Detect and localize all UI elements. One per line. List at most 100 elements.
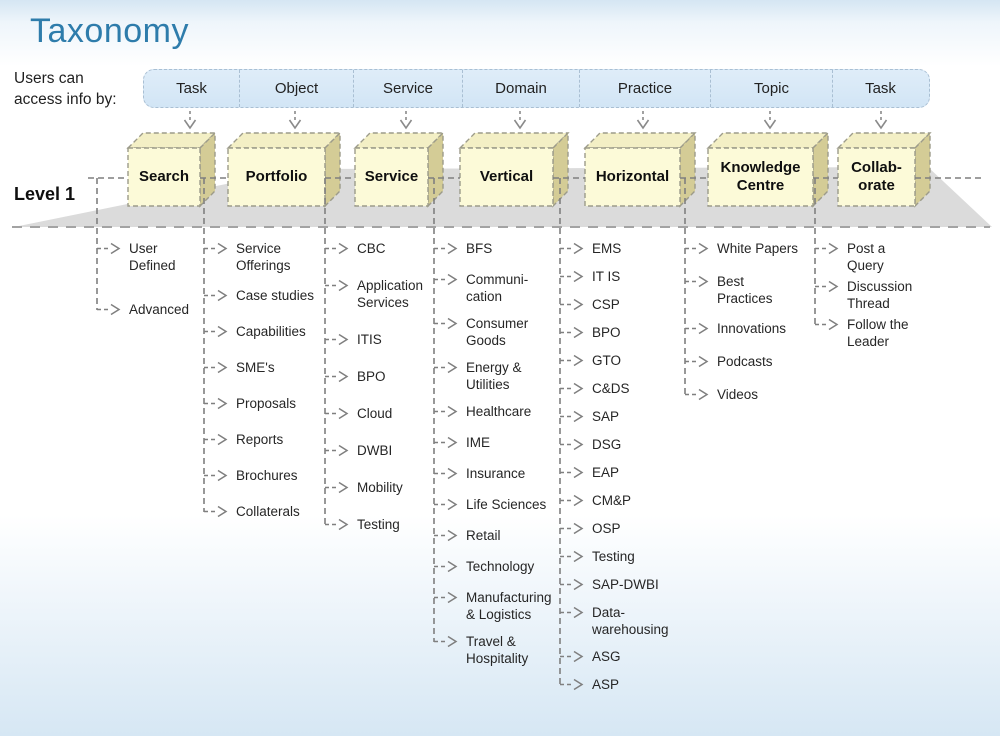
list-item: Brochures [204,467,314,484]
branch-arrow-icon [560,382,584,395]
level-1-label: Level 1 [14,184,76,204]
list-spines [96,178,816,685]
list-item: White Papers [685,240,798,257]
list-item: Case studies [204,287,314,304]
cube-knowledge-centre [706,131,830,208]
cube-label-portfolio: Portfolio [245,168,308,185]
list-item: SAP-DWBI [560,576,669,593]
list-item-label: Proposals [236,396,297,411]
branch-arrow-icon [325,242,349,255]
branch-arrow-icon [204,505,228,518]
list-item-label: Cloud [357,406,393,421]
list-item-label: BPO [592,325,621,340]
branch-arrow-icon [815,242,839,255]
branch-arrow-icon [434,242,458,255]
branch-arrow-icon [560,326,584,339]
list-item-label: Insurance [466,466,526,481]
list-item: Retail [434,527,552,544]
list-item: Energy &Utilities [434,359,552,393]
branch-arrow-icon [560,522,584,535]
list-item-label: CM&P [592,493,632,508]
list-item: Testing [325,516,423,533]
list-item-label: Testing [357,517,400,532]
down-arrow-icon [288,111,302,130]
list-item-label: Data-warehousing [592,605,669,637]
list-item: EMS [560,240,669,257]
branch-arrow-icon [434,273,458,286]
branch-arrow-icon [204,469,228,482]
branch-arrow-icon [434,467,458,480]
list-item: BFS [434,240,552,257]
list-item: SAP [560,408,669,425]
cube-service [353,131,445,208]
cube-label-vertical: Vertical [479,168,534,185]
branch-arrow-icon [325,518,349,531]
list-item-label: Life Sciences [466,497,547,512]
down-arrow-icon [636,111,650,130]
list-item-label: CSP [592,297,620,312]
list-item: Life Sciences [434,496,552,513]
branch-arrow-icon [560,298,584,311]
list-item: IT IS [560,268,669,285]
branch-arrow-icon [560,606,584,619]
list-item-label: BFS [466,241,493,256]
branch-arrow-icon [560,678,584,691]
branch-arrow-icon [685,275,709,288]
branch-arrow-icon [685,242,709,255]
list-item: Insurance [434,465,552,482]
list-item-label: EMS [592,241,622,256]
list-item: Proposals [204,395,314,412]
list-item: Manufacturing& Logistics [434,589,552,623]
branch-arrow-icon [434,591,458,604]
branch-arrow-icon [685,355,709,368]
page-title: Taxonomy [30,12,189,50]
list-item-label: ASG [592,649,621,664]
list-item: BPO [325,368,423,385]
list-item-label: SME's [236,360,275,375]
list-item: Healthcare [434,403,552,420]
branch-arrow-icon [204,397,228,410]
list-item: Podcasts [685,353,798,370]
list-item: Innovations [685,320,798,337]
list-item-label: Advanced [129,302,190,317]
branch-arrow-icon [685,322,709,335]
list-item-label: Collaterals [236,504,300,519]
down-arrow-icon [763,111,777,130]
cube-label-collaborate: Collab-orate [851,159,902,194]
list-item: DSG [560,436,669,453]
branch-arrow-icon [204,325,228,338]
list-item-label: Communi-cation [466,272,529,304]
down-arrow-icon [399,111,413,130]
list-item-label: Brochures [236,468,298,483]
branch-arrow-icon [434,498,458,511]
list-item-label: ASP [592,677,620,692]
list-item: ASG [560,648,669,665]
list-item: SME's [204,359,314,376]
list-item-label: IME [466,435,491,450]
branch-arrow-icon [325,481,349,494]
branch-arrow-icon [325,333,349,346]
branch-arrow-icon [560,494,584,507]
branch-arrow-icon [560,354,584,367]
branch-arrow-icon [325,370,349,383]
list-item: Data-warehousing [560,604,669,638]
branch-arrow-icon [325,407,349,420]
branch-arrow-icon [325,279,349,292]
list-item-label: ITIS [357,332,382,347]
cube-collaborate [836,131,932,208]
list-item-label: SAP-DWBI [592,577,659,592]
list-item: EAP [560,464,669,481]
list-item-label: Manufacturing& Logistics [466,590,552,622]
pill-object: Object [239,70,353,107]
cube-label-horizontal: Horizontal [595,168,670,185]
